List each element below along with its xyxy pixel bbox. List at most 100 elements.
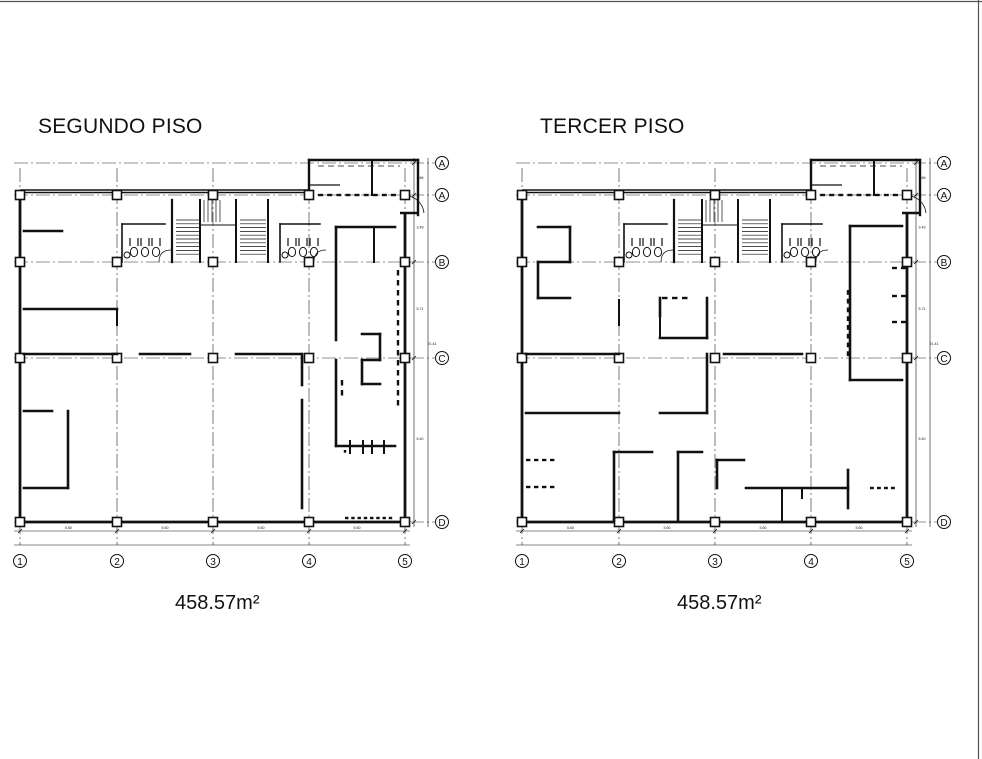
grid-bubble-row-label: A [439,159,446,170]
grid-bubble-row-label: D [438,518,445,529]
column [613,256,625,268]
toilet [140,246,150,258]
grid-bubble-column [515,554,529,568]
sink [281,251,289,259]
column [399,189,411,201]
dimension-tick [913,192,919,198]
dimension-label: 5.40 [417,437,424,441]
toilet [642,246,652,258]
sink [783,251,791,259]
column [613,189,625,201]
column [709,189,721,201]
dimension-tick [411,355,417,361]
grid-bubble-row [937,515,951,529]
grid-bubble-column-label: 5 [904,557,910,568]
dimension-label: 5.60 [354,526,361,530]
grid-bubble-row [435,515,449,529]
column [303,516,315,528]
dimension-tick [712,528,718,534]
column [111,256,123,268]
outer-walls [18,158,425,524]
toilet [653,246,663,258]
grid-bubble-column [398,554,412,568]
structural-columns [14,189,411,528]
dimension-label-total: 21.41 [428,342,437,346]
column [805,516,817,528]
dimension-tick [913,259,919,265]
grid-bubble-column [13,554,27,568]
grid-bubble-row-label: B [941,258,948,269]
column [613,516,625,528]
column [516,516,528,528]
dimension-tick [913,519,919,525]
plan-area-tercer-piso: 458.57m² [677,592,762,614]
column [14,189,26,201]
sanitary-blocks [121,223,327,263]
dimension-label: 5.40 [919,437,926,441]
column [516,256,528,268]
dimension-label: 5.60 [567,526,574,530]
dimension-label: 5.60 [760,526,767,530]
grid-bubble-column [206,554,220,568]
grid-bubble-column-label: 3 [712,557,718,568]
column [207,189,219,201]
column [14,256,26,268]
dimension-label: 1.66 [417,176,424,180]
dimension-tick [616,528,622,534]
column-bubbles: 1 2 3 4 5 [515,554,914,568]
toilet [129,246,139,258]
grid-bubble-column [110,554,124,568]
grid-bubble-row-label: C [940,354,947,365]
grid-bubble-column [804,554,818,568]
grid-bubble-column-label: 1 [519,557,525,568]
dimension-label: 5.60 [162,526,169,530]
grid-bubble-row [937,351,951,365]
toilet [287,246,297,258]
grid-bubble-column-label: 4 [808,557,814,568]
interior-partitions [22,225,400,520]
grid-bubble-column [708,554,722,568]
dimension-tick [904,528,910,534]
grid-bubble-row-label: B [439,258,446,269]
grid-bubble-row-label: D [940,518,947,529]
dimension-label: 1.66 [919,176,926,180]
column [709,256,721,268]
dimension-label: 5.60 [664,526,671,530]
dimension-tick [808,528,814,534]
column [303,352,315,364]
column [805,189,817,201]
column [207,352,219,364]
grid-bubble-row-label: A [439,191,446,202]
grid-bubble-column-label: 5 [402,557,408,568]
dimension-tick [411,259,417,265]
door-swing [660,249,674,263]
dimension-tick [114,528,120,534]
dimension-tick [411,160,417,166]
column [14,516,26,528]
dimension-tick [411,192,417,198]
dimension-label: 5.71 [417,307,424,311]
grid-bubble-column-label: 2 [114,557,120,568]
grid-bubble-column [900,554,914,568]
column [901,256,913,268]
dimension-tick [913,160,919,166]
grid-bubble-row [435,351,449,365]
door-swing [815,249,829,263]
sink [625,251,633,259]
grid-bubble-row-label: C [438,354,445,365]
dimension-tick [411,519,417,525]
grid-bubble-row-label: A [941,159,948,170]
structural-columns [516,189,913,528]
toilet [151,246,161,258]
grid-bubble-row [435,255,449,269]
column [805,256,817,268]
grid-bubble-column-label: 2 [616,557,622,568]
dimension-label: 3.49 [919,226,926,230]
grid-bubble-row [435,156,449,170]
